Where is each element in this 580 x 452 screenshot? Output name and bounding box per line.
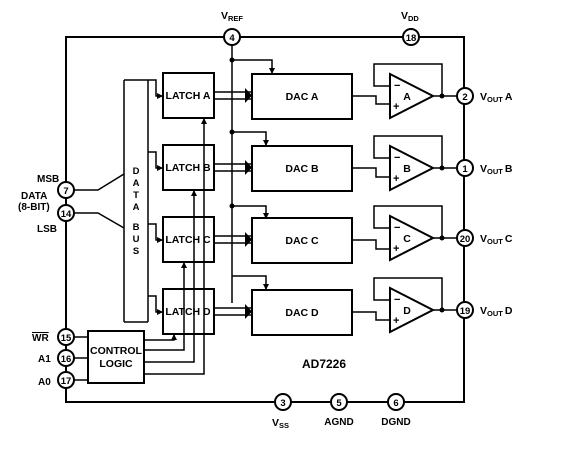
agnd-label: AGND: [324, 417, 353, 428]
svg-text:−: −: [394, 294, 400, 306]
latch-c: [162, 216, 215, 263]
dac-a: [251, 73, 353, 120]
latch-c-label: LATCH C: [165, 234, 211, 246]
msb-label: MSB: [37, 174, 59, 185]
svg-text:−: −: [394, 80, 400, 92]
latch-d: [162, 288, 215, 335]
svg-text:U: U: [133, 234, 140, 245]
pin-6[interactable]: [387, 393, 405, 411]
pin-18[interactable]: [402, 28, 420, 46]
svg-text:+: +: [393, 173, 399, 185]
svg-text:15: 15: [61, 333, 72, 344]
svg-text:20: 20: [460, 234, 471, 245]
vref-tap-c: [232, 205, 269, 219]
svg-text:A: A: [133, 202, 140, 213]
latch-enable-lines: [144, 118, 207, 375]
svg-text:1: 1: [462, 164, 468, 175]
vref-tap-b: [232, 131, 269, 146]
vref-tap-d: [232, 275, 269, 290]
control-input-wires: [74, 336, 88, 381]
dac-c-label: DAC C: [285, 235, 319, 247]
svg-text:−: −: [394, 152, 400, 164]
vref-tap-a: [232, 59, 275, 74]
control-logic-line2: LOGIC: [99, 358, 133, 370]
svg-text:+: +: [393, 315, 399, 327]
svg-text:7: 7: [63, 186, 68, 197]
vref-label: VREF: [221, 10, 243, 23]
svg-text:19: 19: [460, 306, 471, 317]
svg-text:−: −: [394, 222, 400, 234]
svg-text:D: D: [403, 305, 411, 317]
dac-d-label: DAC D: [285, 307, 319, 319]
vdd-label: VDD: [401, 10, 419, 23]
svg-text:16: 16: [61, 354, 72, 365]
svg-text:6: 6: [393, 398, 398, 409]
amp-a: A − +: [373, 63, 443, 120]
control-logic: [87, 330, 145, 384]
latch-a-label: LATCH A: [166, 90, 211, 102]
latch-dac-arrows: [245, 88, 252, 319]
msb-wire: [74, 173, 125, 191]
svg-text:+: +: [393, 243, 399, 255]
pin-3[interactable]: [274, 393, 292, 411]
bits-label: (8-BIT): [18, 202, 50, 213]
output-wires: [442, 95, 458, 311]
svg-text:S: S: [133, 246, 139, 257]
svg-text:2: 2: [462, 92, 467, 103]
a0-label: A0: [38, 377, 51, 388]
pin-4-number: 4: [229, 33, 235, 44]
bus-to-latch-arrows: [124, 79, 163, 323]
data-bus-label: D A T A B U S: [133, 166, 140, 257]
dac-to-amp-wires: [352, 95, 390, 321]
vss-label: VSS: [272, 417, 289, 430]
control-logic-line1: CONTROL: [90, 345, 142, 357]
dac-a-label: DAC A: [286, 91, 319, 103]
pin-1[interactable]: [456, 159, 474, 177]
svg-text:T: T: [133, 190, 139, 201]
lsb-wire: [74, 212, 125, 229]
svg-text:3: 3: [280, 398, 285, 409]
pin-19[interactable]: [456, 301, 474, 319]
dac-b: [251, 145, 353, 192]
dgnd-label: DGND: [381, 417, 410, 428]
svg-text:B: B: [133, 222, 140, 233]
pin-18-number: 18: [406, 33, 417, 44]
a1-label: A1: [38, 354, 51, 365]
svg-text:17: 17: [61, 376, 72, 387]
amp-b: B − +: [373, 135, 443, 192]
pin-2[interactable]: [456, 87, 474, 105]
data-label: DATA: [21, 191, 47, 202]
svg-text:14: 14: [61, 209, 72, 220]
latch-dac-buses: [214, 91, 252, 316]
amp-c: C − +: [373, 205, 443, 262]
latch-d-label: LATCH D: [165, 306, 211, 318]
dac-c: [251, 217, 353, 264]
svg-text:A: A: [133, 178, 140, 189]
latch-b-label: LATCH B: [165, 162, 211, 174]
svg-text:5: 5: [336, 398, 342, 409]
pin-5[interactable]: [330, 393, 348, 411]
dac-b-label: DAC B: [285, 163, 319, 175]
part-number: AD7226: [302, 357, 346, 371]
svg-text:D: D: [133, 166, 140, 177]
amp-d: D − +: [373, 277, 443, 334]
pin-20[interactable]: [456, 229, 474, 247]
wr-label: WR: [32, 333, 49, 344]
lsb-label: LSB: [37, 224, 57, 235]
svg-text:C: C: [403, 233, 411, 245]
svg-text:B: B: [403, 163, 411, 175]
svg-text:A: A: [403, 91, 411, 103]
svg-text:+: +: [393, 101, 399, 113]
